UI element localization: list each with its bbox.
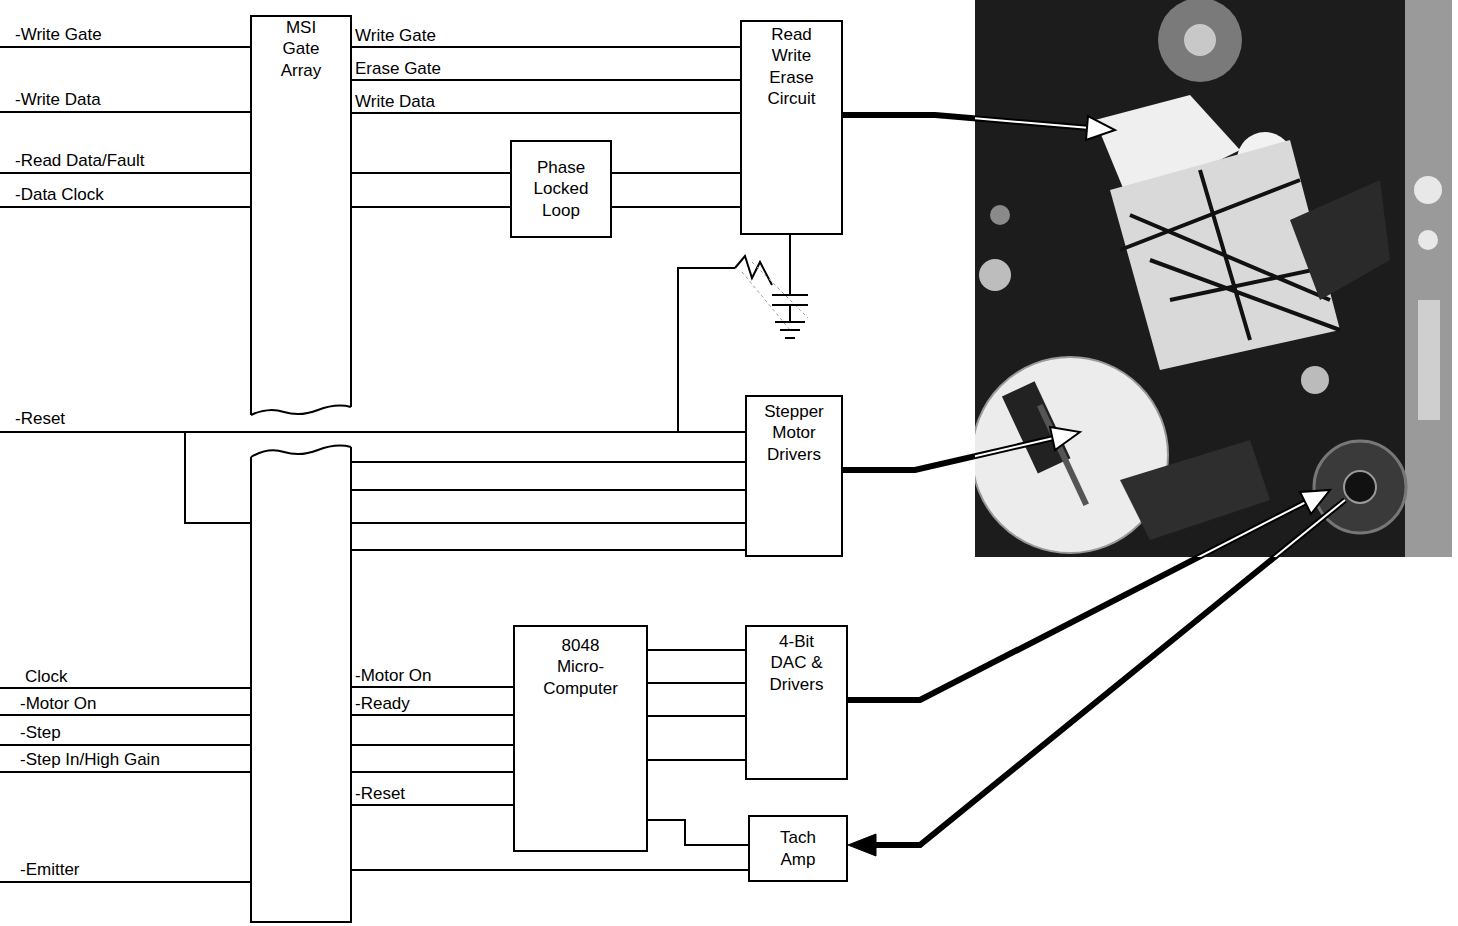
band-clamp (1290, 180, 1390, 300)
signal-connector (352, 549, 745, 551)
microcomputer-box: 8048 Micro- Computer (513, 625, 648, 852)
node-label: 4-Bit DAC & Drivers (762, 631, 832, 695)
signal-connector (352, 686, 513, 688)
signal-connector (648, 715, 745, 717)
signal-connector (352, 112, 740, 114)
gate-array-outline (250, 15, 352, 923)
signal-label: -Reset (355, 784, 405, 804)
signal-connector (352, 79, 740, 81)
circuit-box: Read Write Erase Circuit (740, 20, 843, 235)
break-symbol (735, 256, 772, 285)
dac-box: 4-Bit DAC & Drivers (745, 625, 848, 780)
signal-connector (352, 489, 745, 491)
input-wires (0, 47, 745, 882)
drive-shaft (1344, 471, 1376, 503)
frame-rail (1405, 0, 1452, 557)
signal-name: -Data Clock (15, 185, 104, 205)
signal-connector (352, 172, 510, 174)
node-label: Tach Amp (768, 827, 828, 870)
signal-name: -Emitter (20, 860, 80, 880)
pointer-arrow (843, 115, 1090, 128)
pointer-arrow (848, 501, 1308, 700)
node-label: Read Write Erase Circuit (757, 24, 827, 109)
signal-connector (352, 522, 745, 524)
stepper-motor (975, 357, 1168, 553)
signal-connector (352, 206, 510, 208)
reset-wire (0, 268, 745, 523)
ground-capacitor (735, 235, 808, 338)
signal-connector (352, 744, 513, 746)
arrow-head (848, 834, 876, 856)
signal-connector (648, 759, 745, 761)
photo-arrows (843, 115, 1345, 856)
drive-hub (1314, 441, 1406, 533)
arrow-highlight (975, 501, 1308, 557)
node-label: Stepper Motor Drivers (754, 401, 834, 465)
signal-label: Write Data (355, 92, 435, 112)
capacitor-symbol (772, 235, 808, 338)
signal-label: Write Gate (355, 26, 436, 46)
signal-connector (648, 649, 745, 651)
signal-connector (648, 820, 748, 845)
clamp-screw (1301, 366, 1329, 394)
spindle-center (1184, 24, 1216, 56)
mount-boss (979, 259, 1011, 291)
signal-connector (352, 771, 513, 773)
mount-screw (990, 205, 1010, 225)
frame-hole (1414, 176, 1442, 204)
signal-connector (612, 206, 740, 208)
signal-name: -Write Data (15, 90, 101, 110)
node-label: Phase Locked Loop (525, 157, 597, 221)
arrow-head (1300, 490, 1330, 514)
signal-connector (352, 714, 513, 716)
signal-name: -Read Data/Fault (15, 151, 144, 171)
pll-box: Phase Locked Loop (510, 140, 612, 238)
signal-connector (352, 46, 740, 48)
spindle-hub (1158, 0, 1242, 82)
motor-bracket (1120, 440, 1270, 540)
signal-connector (352, 461, 745, 463)
pointer-arrow (870, 500, 1345, 845)
motor-label-strip (1002, 381, 1071, 473)
arrow-highlight (975, 437, 1058, 470)
signal-name: -Motor On (20, 694, 97, 714)
signal-name: Clock (25, 667, 68, 687)
arrow-head (1050, 427, 1080, 450)
signal-name: -Write Gate (15, 25, 102, 45)
signal-connector (352, 869, 748, 871)
pointer-arrow (843, 437, 1058, 470)
node-label: 8048 Micro- Computer (538, 635, 623, 699)
arrow-head (1086, 116, 1115, 140)
node-label: MSI Gate Array (271, 17, 331, 81)
drive-photo (972, 0, 1452, 557)
frame-hole (1418, 230, 1438, 250)
gate-array-box: MSI Gate Array (250, 15, 352, 923)
signal-name: -Step (20, 723, 61, 743)
signal-connector (648, 682, 745, 684)
signal-name: -Step In/High Gain (20, 750, 160, 770)
signal-label: -Motor On (355, 666, 432, 686)
driver-box: Stepper Motor Drivers (745, 395, 843, 557)
gate-array-border (251, 16, 351, 922)
arrow-highlight (975, 115, 1090, 128)
frame-slot (1418, 300, 1440, 420)
signal-wire (0, 47, 250, 882)
signal-label: Erase Gate (355, 59, 441, 79)
tach-amp-box: Tach Amp (748, 815, 848, 882)
motor-label-line (1037, 404, 1089, 506)
signal-connector (612, 172, 740, 174)
arrow-highlight (975, 500, 1345, 557)
signal-name: -Reset (15, 409, 65, 429)
signal-connector (352, 804, 513, 806)
signal-label: -Ready (355, 694, 410, 714)
